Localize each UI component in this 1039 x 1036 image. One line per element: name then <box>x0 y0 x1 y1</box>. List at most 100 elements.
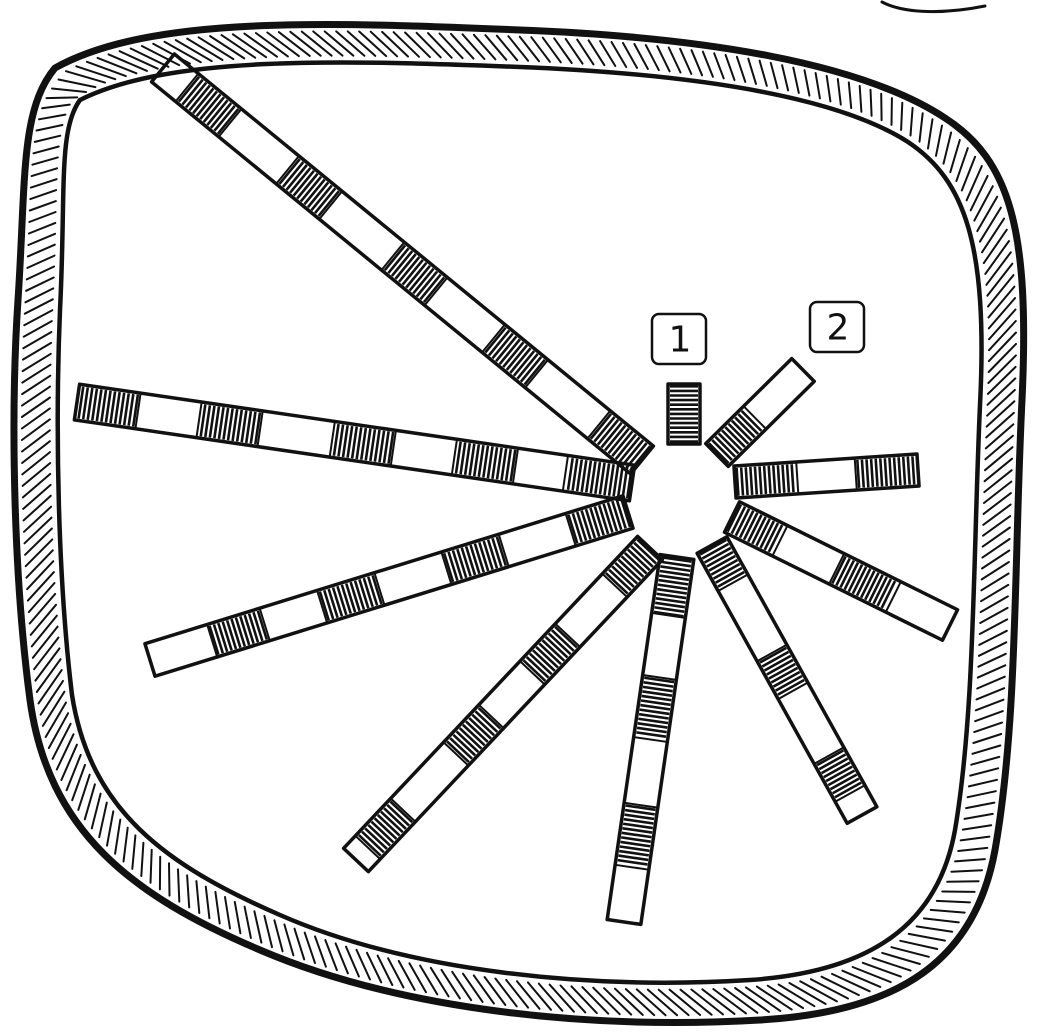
boundary-hatching <box>22 31 1016 1015</box>
band-stripe <box>359 579 368 608</box>
hatch-stroke <box>371 32 397 57</box>
hatch-stroke <box>983 528 1010 547</box>
band-stripe <box>462 548 471 577</box>
band-stripe <box>792 464 794 492</box>
hatch-stroke <box>22 452 50 474</box>
band-stripe <box>586 509 595 538</box>
hatch-stroke <box>27 267 54 280</box>
band-stripe <box>337 586 346 615</box>
hatch-stroke <box>428 33 452 58</box>
hatch-stroke <box>98 58 137 73</box>
hatch-stroke <box>442 970 460 999</box>
hatch-stroke <box>235 902 241 933</box>
hatch-stroke <box>28 234 55 245</box>
band-stripe <box>642 691 672 695</box>
hatch-stroke <box>61 745 77 780</box>
band-stripe <box>384 431 389 463</box>
hatch-stroke <box>115 820 120 854</box>
hatch-stroke <box>871 90 872 116</box>
hatch-stroke <box>986 424 1014 448</box>
band-stripe <box>582 511 591 540</box>
hatch-stroke <box>975 711 1003 721</box>
hatch-stroke <box>963 825 991 829</box>
hatch-stroke <box>924 918 959 922</box>
hatch-stroke <box>984 493 1011 514</box>
band-stripe <box>912 456 914 484</box>
hatch-stroke <box>22 430 50 451</box>
band-stripe <box>658 580 688 584</box>
hatch-stroke <box>928 119 933 148</box>
band-stripe <box>638 719 668 723</box>
hatch-stroke <box>901 103 902 130</box>
band-stripe <box>110 391 115 423</box>
band-stripe <box>475 544 484 573</box>
hatch-stroke <box>399 961 415 990</box>
band-stripe <box>573 459 578 491</box>
hatch-stroke <box>463 34 485 59</box>
hatch-stroke <box>646 45 659 70</box>
band-stripe <box>787 465 789 493</box>
hatch-stroke <box>196 881 199 913</box>
band-edge <box>757 645 787 662</box>
hatch-stroke <box>982 551 1009 569</box>
hatch-stroke <box>29 223 55 234</box>
hatch-stroke <box>726 55 735 80</box>
hatch-stroke <box>206 887 210 919</box>
band-stripe <box>484 541 493 570</box>
outer-boundary-wall <box>14 24 1024 1022</box>
band-stripe <box>92 389 97 421</box>
hatch-stroke <box>35 136 61 142</box>
band-stripe <box>640 705 670 709</box>
hatch-stroke <box>978 665 1006 677</box>
band-stripe <box>470 444 475 476</box>
hatch-stroke <box>187 875 189 907</box>
band-stripe <box>101 390 106 422</box>
band-stripe <box>773 465 775 493</box>
hatch-stroke <box>987 401 1015 426</box>
band-stripe <box>889 458 891 486</box>
band-stripe <box>655 603 685 607</box>
hatch-stroke <box>215 892 219 924</box>
hatch-stroke <box>22 408 50 428</box>
band-stripe <box>755 467 757 495</box>
hatch-stroke <box>517 981 540 1009</box>
hatch-stroke <box>305 933 315 964</box>
hatch-stroke <box>980 208 1001 242</box>
radial-bands <box>74 54 957 924</box>
band-stripe <box>466 546 475 575</box>
band-stripe <box>492 447 497 479</box>
hatch-stroke <box>853 967 891 982</box>
hatch-stroke <box>760 61 767 86</box>
band-stripe <box>612 501 621 530</box>
hatch-stroke <box>528 982 551 1009</box>
hatch-stroke <box>955 859 985 861</box>
band-stripe <box>355 581 364 610</box>
band-stripe <box>479 542 488 571</box>
band-stripe <box>83 387 88 419</box>
hatch-stroke <box>539 984 563 1011</box>
hatch-stroke <box>947 881 978 882</box>
label-2: 2 <box>810 302 864 352</box>
hatch-stroke <box>24 496 51 521</box>
band-stripe <box>379 431 384 463</box>
band-stripe <box>370 429 375 461</box>
hatch-stroke <box>849 82 851 108</box>
radial-band-7 <box>724 502 957 640</box>
band-stripe <box>471 545 480 574</box>
hatch-stroke <box>23 474 50 498</box>
hatch-stroke <box>25 518 52 544</box>
hatch-stroke <box>30 201 56 210</box>
band-stripe <box>242 411 247 443</box>
band-stripe <box>659 576 689 580</box>
hatch-stroke <box>531 37 550 62</box>
hatch-stroke <box>107 811 113 845</box>
band-stripe <box>227 620 236 649</box>
hatch-stroke <box>451 34 474 59</box>
band-stripe <box>343 425 348 457</box>
band-stripe <box>760 466 762 494</box>
boundary-inner-outline <box>58 62 982 982</box>
band-stripe <box>488 446 493 478</box>
hatch-stroke <box>87 62 126 76</box>
hatch-stroke <box>986 413 1014 438</box>
